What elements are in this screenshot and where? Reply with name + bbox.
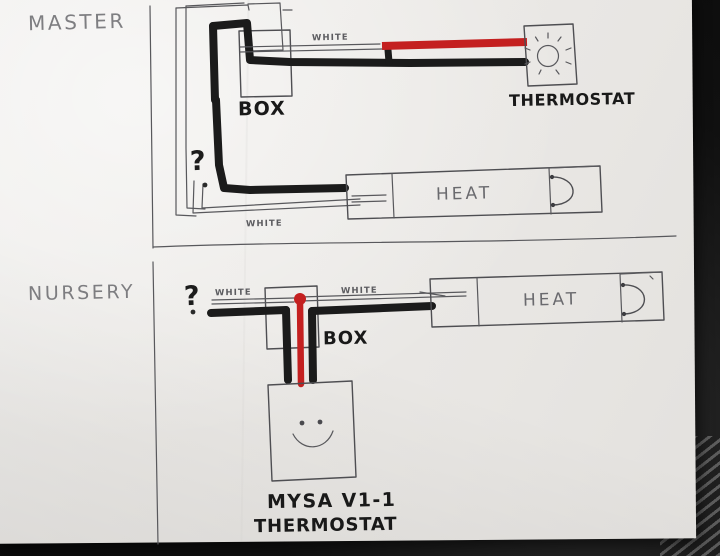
sun-icon [524,32,572,75]
master-cable-sheath [175,2,250,217]
nursery-white-wire-left [211,297,295,305]
heating-element-icon-nursery [620,282,646,317]
master-white-wire-top [239,43,383,53]
layout-divider-horizontal [152,235,677,248]
nursery-junction-box-outline [264,285,320,350]
nursery-white-wire-right [299,291,467,302]
master-thermostat-outline [523,23,578,87]
master-black-wire [209,19,529,194]
nursery-heat-outline [429,271,665,328]
heating-element-icon-master [549,174,574,208]
nursery-question-dot [190,309,196,315]
mysa-thermostat-outline [267,380,357,482]
master-heat-outline [345,165,603,220]
master-red-wire [381,38,528,50]
master-section-drawing [175,2,603,220]
layout-divider-vertical [149,5,159,545]
nursery-black-wire [207,302,436,384]
smiley-face-icon [292,419,334,448]
master-white-wire-bottom [192,180,361,214]
master-heat-terminals [351,194,387,203]
nursery-red-wire [294,293,306,388]
master-junction-box-outline [238,2,293,98]
master-question-dot [202,182,208,188]
nursery-section-drawing [190,271,665,482]
